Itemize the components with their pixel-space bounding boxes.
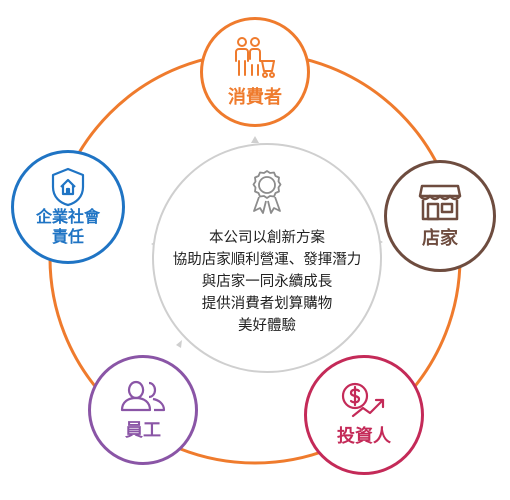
storefront-icon	[418, 184, 462, 221]
csr-label-line2: 責任	[51, 227, 84, 246]
mission-line-2: 協助店家順利營運、發揮潛力	[172, 252, 362, 268]
csr-label-line1: 企業社會	[35, 207, 100, 226]
mission-line-1: 本公司以創新方案	[209, 230, 325, 246]
mission-text: 本公司以創新方案 協助店家順利營運、發揮潛力 與店家一同永續成長 提供消費者划算…	[173, 227, 362, 337]
shield-home-icon	[51, 167, 85, 207]
node-investor: 投資人	[304, 355, 424, 475]
mission-line-3: 與店家一同永續成長	[201, 274, 333, 290]
node-csr: 企業社會 責任	[11, 150, 125, 264]
people-icon	[120, 380, 166, 412]
employee-label: 員工	[125, 420, 161, 441]
node-employee: 員工	[88, 355, 198, 465]
family-shopping-cart-icon	[235, 37, 275, 78]
consumer-label: 消費者	[228, 87, 282, 108]
arrow-lower-left-icon	[176, 340, 182, 348]
mission-line-5: 美好體驗	[238, 318, 296, 334]
node-store: 店家	[384, 160, 496, 272]
investor-label: 投資人	[337, 426, 391, 447]
node-consumer: 消費者	[200, 17, 310, 127]
center-circle: 本公司以創新方案 協助店家順利營運、發揮潛力 與店家一同永續成長 提供消費者划算…	[152, 143, 382, 373]
mission-line-4: 提供消費者划算購物	[201, 296, 333, 312]
dollar-growth-icon	[341, 382, 385, 418]
store-label: 店家	[422, 228, 458, 249]
arrow-up-icon	[251, 136, 259, 143]
award-ribbon-icon	[252, 170, 282, 214]
